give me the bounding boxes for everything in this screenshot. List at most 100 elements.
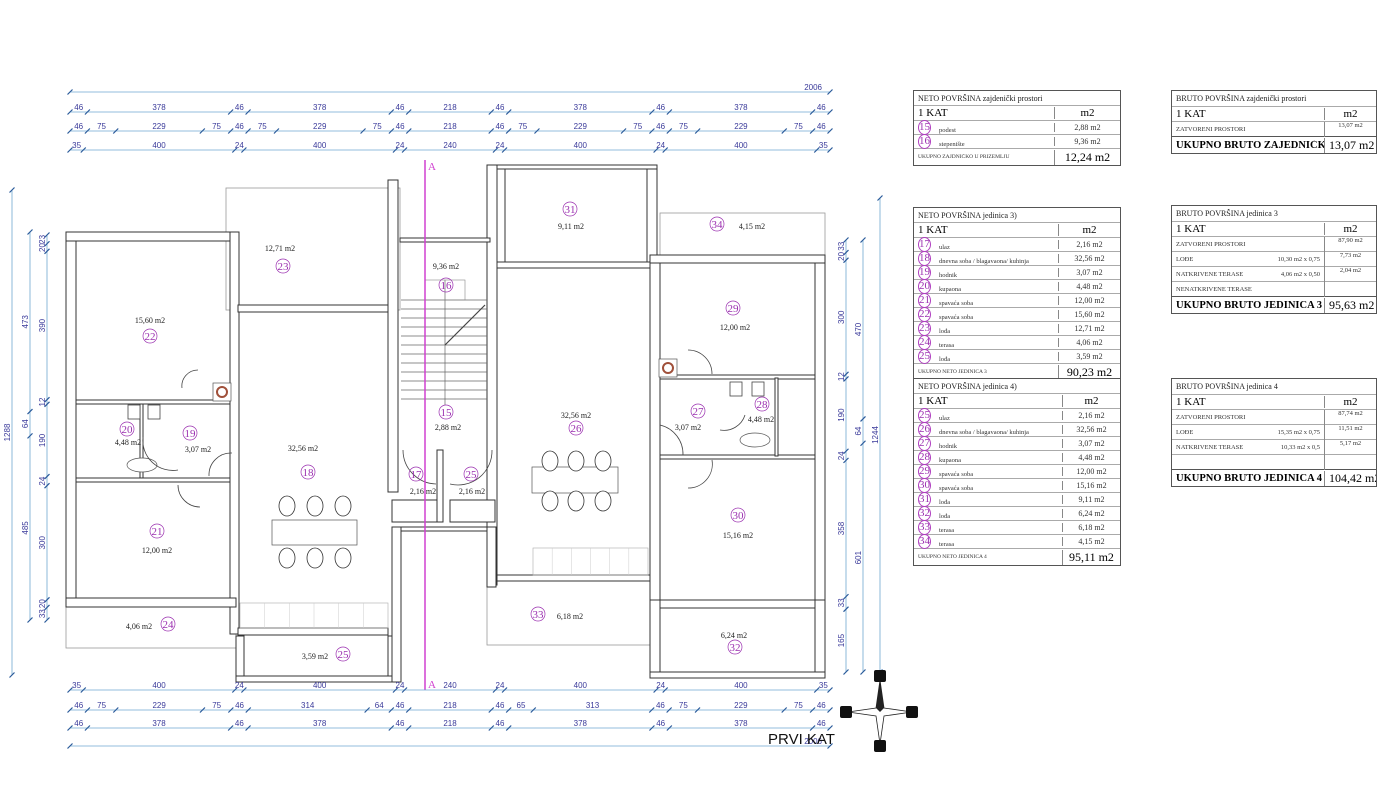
dimension-tick [44,604,50,611]
dimension-tick [392,687,399,693]
header-floor: 1 KAT [918,107,948,119]
dimension-value: 12 [837,372,846,381]
dimension-value: 24 [837,451,846,460]
dimension-tick [649,725,655,731]
dimension-tick [84,128,91,134]
sink-icon [751,381,765,397]
dimension-value: 229 [313,122,327,131]
terrace-outline [225,187,401,311]
dimension-tick [781,707,788,713]
room-name: lođa [939,355,951,363]
row-value: 87,74 m2 [1324,409,1376,425]
door-swing [177,484,201,508]
dimension-tick [112,128,119,134]
dimension-value: 64 [375,701,384,710]
dimension-tick [648,128,655,134]
total-value: 95,63 m2 [1324,297,1376,313]
chair [278,547,296,569]
room-area: 15,60 m2 [135,316,165,325]
table-title-row: NETO POVRŠINA zajdenički prostori [914,91,1120,105]
sink-icon [729,381,743,397]
total-value: 12,24 m2 [1054,149,1120,165]
dimension-tick [694,128,701,134]
room-area: 15,16 m2 [1062,481,1120,490]
dimension-value: 378 [734,719,748,728]
row-value [1324,281,1376,297]
dimension-value: 218 [443,701,457,710]
room-number: 18 [303,467,315,479]
dimension-tick [388,707,395,713]
room-number: 17 [411,469,423,481]
dimension-value: 20 [38,243,47,252]
chair [567,450,585,472]
table-row [1172,454,1376,470]
room-number: 16 [918,134,931,150]
dimension-tick [488,725,495,731]
dimension-value: 46 [74,701,83,710]
room-label: 169,36 m2 [433,262,459,293]
room-area: 32,56 m2 [288,444,318,453]
room-number: 27 [693,406,705,418]
wall [399,526,491,532]
room-area: 4,48 m2 [748,415,774,424]
dimension-tick [860,237,866,243]
room-area: 3,07 m2 [1058,268,1120,277]
dimension-tick [505,128,512,134]
table-title: NETO POVRŠINA jedinica 3) [918,210,1017,220]
room-number-circle [709,216,725,232]
dimension-tick [530,707,537,713]
wall [649,599,826,609]
door-swing [181,369,199,389]
dimension-value: 601 [854,550,863,564]
row-calc: 15,35 m2 x 0,75 [1277,428,1320,436]
dimension-value: 190 [38,433,47,447]
room-area: 2,16 m2 [1058,240,1120,249]
total-label: UKUPNO BRUTO JEDINICA 3 [1176,299,1322,311]
room-name: ulaz [939,243,950,251]
dimension-value: 46 [235,701,244,710]
door-swing [687,349,713,375]
dimension-value: 24 [656,681,665,690]
dimension-tick [843,371,849,378]
chair [278,495,296,517]
room-area: 12,00 m2 [1062,467,1120,476]
wall [65,231,237,242]
dimension-value: 300 [38,536,47,550]
compass-marker-icon [874,670,886,682]
dimension-tick [401,147,408,153]
wall [65,231,77,605]
room-number: 30 [733,510,745,522]
dimension-value: 358 [837,521,846,535]
dimension-tick [67,109,73,115]
dimension-tick [505,725,512,731]
row-label: ZATVORENI PROSTORI [1176,413,1246,421]
dimension-tick [488,707,495,713]
dimension-value: 470 [854,322,863,336]
wall [449,499,496,523]
room-area: 32,56 m2 [561,411,591,420]
door-swing [208,452,233,477]
dimension-value: 229 [152,701,166,710]
dimension-value: 24 [656,141,665,150]
dimension-tick [827,743,833,749]
chimney-flue [216,386,228,398]
room-area: 32,56 m2 [1062,425,1120,434]
chair [567,490,585,512]
room-area: 12,00 m2 [720,323,750,332]
room-number-circle [142,328,158,344]
dimension-value: 400 [574,141,588,150]
room-area: 6,24 m2 [721,631,747,640]
dimension-tick [648,707,655,713]
room-label: 18 32,56 m2 [288,444,318,480]
row-label: NATKRIVENE TERASE [1176,270,1244,278]
dimension-tick [649,109,655,115]
total-value: 90,23 m2 [1058,364,1120,380]
